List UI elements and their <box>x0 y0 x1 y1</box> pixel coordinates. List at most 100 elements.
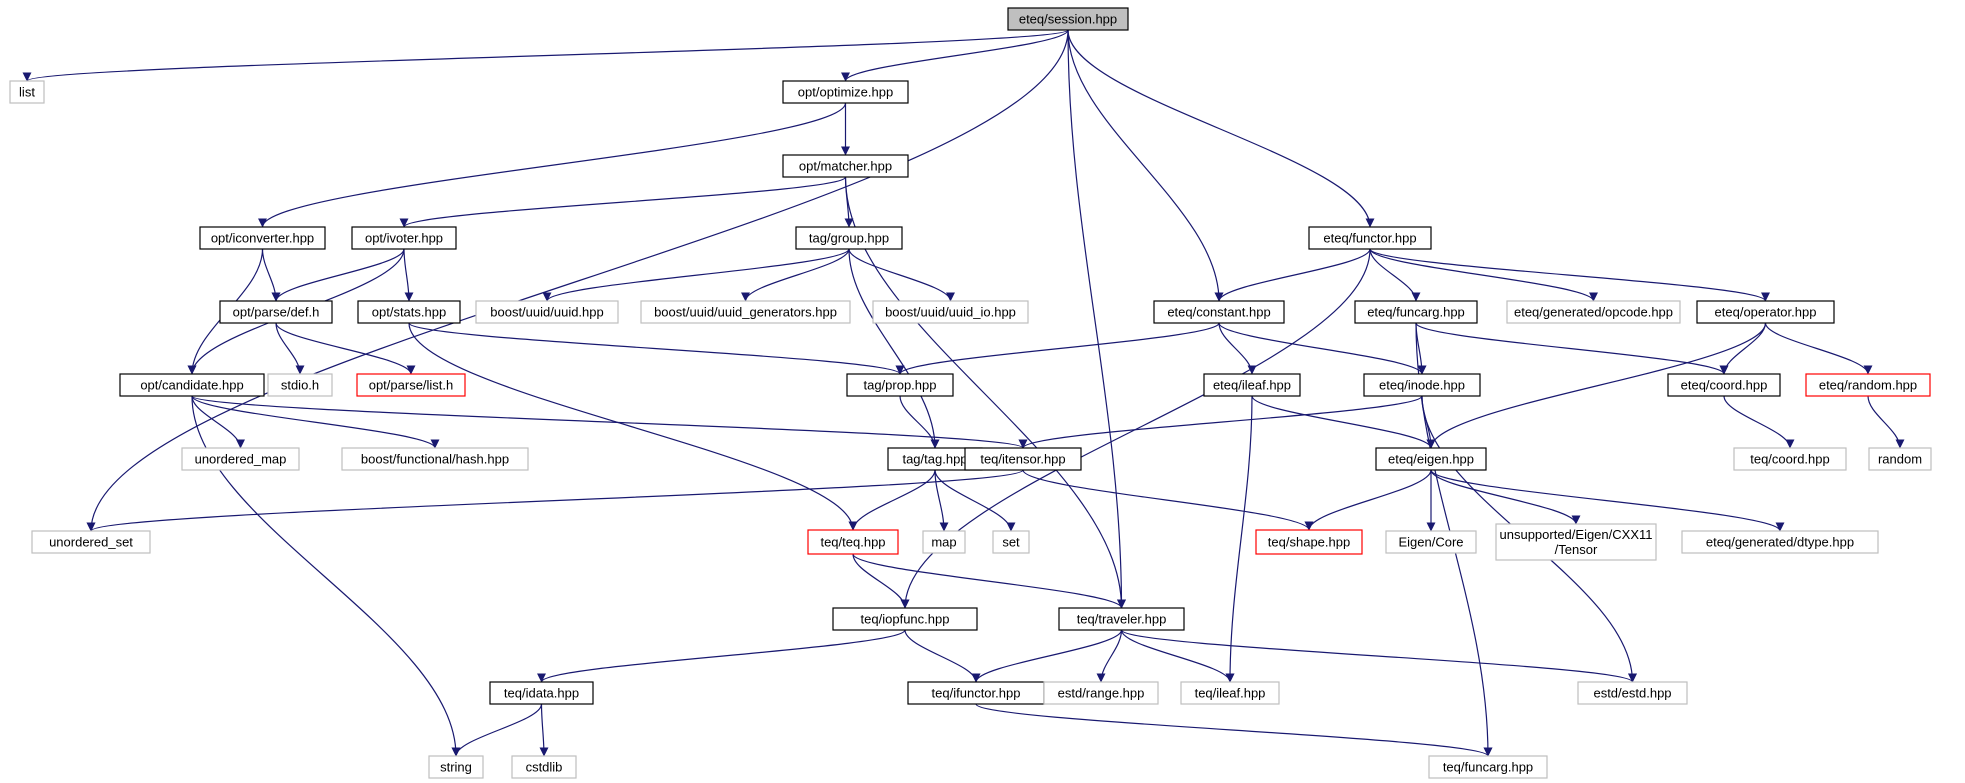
node-inode[interactable]: eteq/inode.hpp <box>1363 373 1481 397</box>
edge-random_e-to-random <box>1867 395 1905 449</box>
node-functor[interactable]: eteq/functor.hpp <box>1308 226 1432 250</box>
edge-constant-to-prop <box>895 322 1220 375</box>
node-inode-box <box>1363 373 1481 397</box>
node-stdio-box <box>267 373 333 397</box>
edge-ifunctor-to-funcarg_t <box>975 703 1493 757</box>
edge-functor-to-constant <box>1214 248 1371 302</box>
node-itensor[interactable]: teq/itensor.hpp <box>964 447 1082 471</box>
node-stats[interactable]: opt/stats.hpp <box>357 300 461 324</box>
node-dtype-box <box>1681 530 1879 554</box>
node-funcarg[interactable]: eteq/funcarg.hpp <box>1354 300 1478 324</box>
edge-session-to-constant <box>1067 29 1224 302</box>
node-prop-label: tag/prop.hpp <box>863 378 936 393</box>
node-parselist[interactable]: opt/parse/list.h <box>356 373 466 397</box>
node-tensor: unsupported/Eigen/CXX11/Tensor <box>1495 523 1657 561</box>
edge-iopfunc-to-idata <box>537 629 906 683</box>
node-operator[interactable]: eteq/operator.hpp <box>1696 300 1835 324</box>
node-stats-label: opt/stats.hpp <box>372 305 446 320</box>
edge-optimize-to-iconverter <box>258 102 847 228</box>
node-coord_t-box <box>1733 447 1847 471</box>
edge-functor-to-operator <box>1369 248 1770 302</box>
edge-functor-to-funcarg <box>1369 248 1421 302</box>
node-uuidio-label: boost/uuid/uuid_io.hpp <box>885 305 1016 320</box>
node-random_e-box <box>1805 373 1931 397</box>
node-stdio-label: stdio.h <box>281 378 319 393</box>
node-ivoter[interactable]: opt/ivoter.hpp <box>351 226 457 250</box>
edge-session-to-functor <box>1067 29 1375 228</box>
edge-session-to-list <box>23 29 1069 82</box>
node-list-box <box>9 80 45 104</box>
node-prop[interactable]: tag/prop.hpp <box>846 373 954 397</box>
edge-traveler-to-ifunctor <box>971 629 1123 683</box>
node-traveler[interactable]: teq/traveler.hpp <box>1058 607 1185 631</box>
edge-candidate-to-itensor <box>191 395 1028 449</box>
node-optimize[interactable]: opt/optimize.hpp <box>782 80 909 104</box>
node-matcher[interactable]: opt/matcher.hpp <box>782 154 909 178</box>
node-def[interactable]: opt/parse/def.h <box>219 300 333 324</box>
edge-itensor-to-shape <box>1022 469 1314 531</box>
node-iconverter[interactable]: opt/iconverter.hpp <box>199 226 326 250</box>
node-candidate-label: opt/candidate.hpp <box>140 378 243 393</box>
node-eigencore-box <box>1385 530 1477 554</box>
node-shape[interactable]: teq/shape.hpp <box>1255 529 1363 555</box>
node-session[interactable]: eteq/session.hpp <box>1007 7 1129 31</box>
node-group[interactable]: tag/group.hpp <box>795 226 903 250</box>
node-coord_e-box <box>1667 373 1781 397</box>
edge-funcarg-to-coord_e <box>1415 322 1729 375</box>
node-tensor-label: /Tensor <box>1555 542 1598 557</box>
edge-prop-to-tag <box>899 395 940 449</box>
node-set: set <box>992 530 1030 554</box>
node-teq-box <box>807 529 899 555</box>
node-funcarg_t: teq/funcarg.hpp <box>1428 755 1548 779</box>
edge-tag-to-set <box>934 469 1016 532</box>
node-constant-label: eteq/constant.hpp <box>1167 305 1270 320</box>
node-random-box <box>1868 447 1932 471</box>
edge-operator-to-eigen <box>1426 322 1767 449</box>
node-def-box <box>219 300 333 324</box>
node-set-label: set <box>1002 535 1020 550</box>
edge-eigen-to-shape <box>1304 469 1432 531</box>
edge-iopfunc-to-ifunctor <box>904 629 981 683</box>
node-candidate-box <box>119 373 265 397</box>
node-teq[interactable]: teq/teq.hpp <box>807 529 899 555</box>
node-ileaf_t-box <box>1180 681 1280 705</box>
node-list: list <box>9 80 45 104</box>
edge-group-to-uuidgen <box>741 248 850 302</box>
edge-teq-to-traveler <box>852 553 1126 609</box>
node-ileaf_e[interactable]: eteq/ileaf.hpp <box>1203 373 1301 397</box>
node-candidate[interactable]: opt/candidate.hpp <box>119 373 265 397</box>
node-cstdlib-label: cstdlib <box>526 760 563 775</box>
node-eigen[interactable]: eteq/eigen.hpp <box>1375 447 1487 471</box>
edge-tag-to-teq <box>848 469 936 531</box>
node-opcode: eteq/generated/opcode.hpp <box>1506 300 1681 324</box>
edge-eigen-to-dtype <box>1430 469 1785 532</box>
node-string: string <box>428 755 484 779</box>
node-coord_e[interactable]: eteq/coord.hpp <box>1667 373 1781 397</box>
node-iconverter-label: opt/iconverter.hpp <box>211 231 314 246</box>
edge-group-to-uuid <box>542 248 850 302</box>
node-itensor-box <box>964 447 1082 471</box>
node-boosthash-box <box>341 447 529 471</box>
edge-itensor-to-unordered_set <box>86 469 1024 532</box>
node-eigencore-label: Eigen/Core <box>1398 535 1463 550</box>
node-group-label: tag/group.hpp <box>809 231 889 246</box>
node-range-box <box>1043 681 1159 705</box>
node-session-box <box>1007 7 1129 31</box>
edge-traveler-to-estd <box>1120 629 1637 683</box>
node-constant-box <box>1153 300 1285 324</box>
node-map-box <box>922 530 966 554</box>
node-random_e[interactable]: eteq/random.hpp <box>1805 373 1931 397</box>
node-tag-label: tag/tag.hpp <box>902 452 967 467</box>
edge-traveler-to-range <box>1096 629 1123 683</box>
edge-ivoter-to-def <box>271 248 405 302</box>
node-ifunctor[interactable]: teq/ifunctor.hpp <box>907 681 1045 705</box>
node-idata[interactable]: teq/idata.hpp <box>489 681 594 705</box>
node-funcarg_t-box <box>1428 755 1548 779</box>
nodes-layer: eteq/session.hpplistunordered_setopt/opt… <box>9 7 1932 779</box>
node-constant[interactable]: eteq/constant.hpp <box>1153 300 1285 324</box>
node-matcher-label: opt/matcher.hpp <box>799 159 892 174</box>
node-uuidgen: boost/uuid/uuid_generators.hpp <box>640 300 851 324</box>
node-funcarg-label: eteq/funcarg.hpp <box>1367 305 1465 320</box>
node-coord_e-label: eteq/coord.hpp <box>1681 378 1768 393</box>
node-iopfunc[interactable]: teq/iopfunc.hpp <box>832 607 978 631</box>
